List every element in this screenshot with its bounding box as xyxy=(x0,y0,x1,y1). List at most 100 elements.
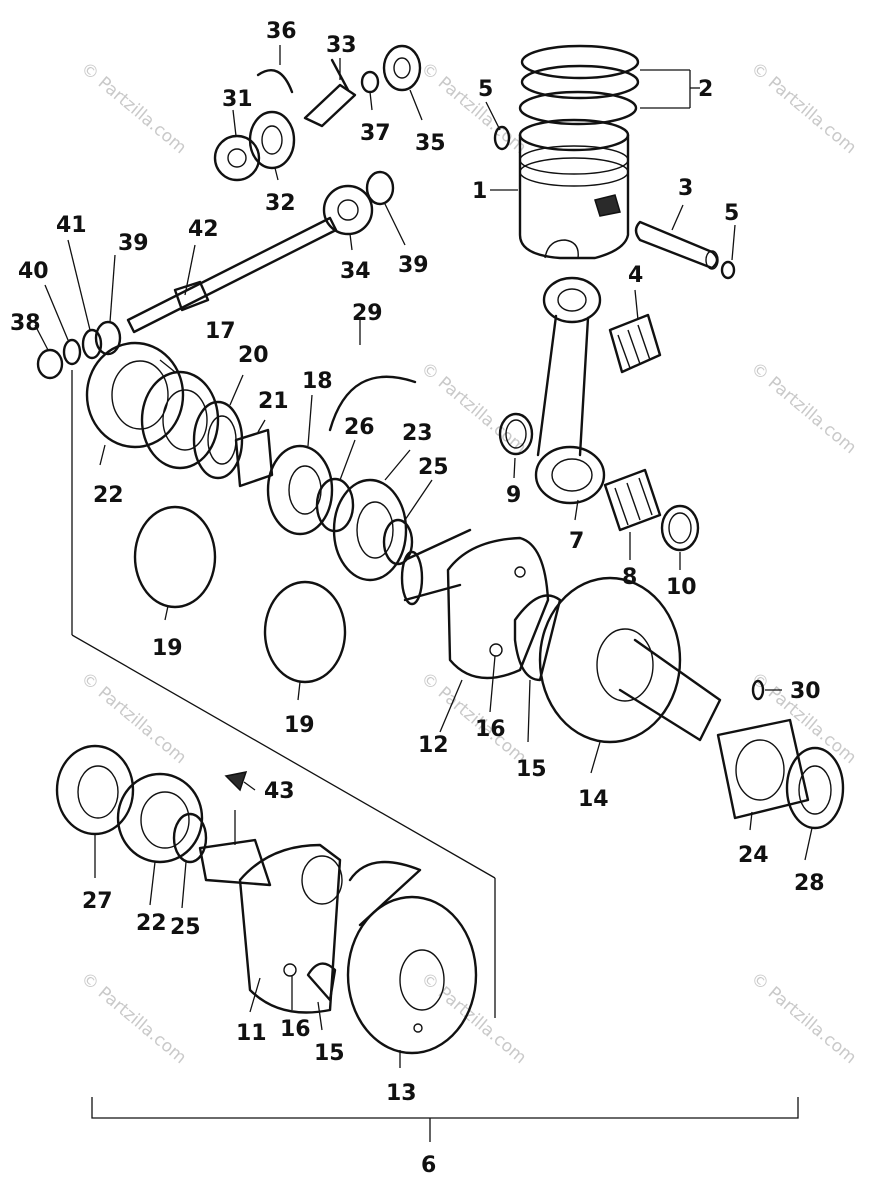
pump-gear-34[interactable] xyxy=(322,184,374,236)
label-27: 27 xyxy=(82,889,113,914)
needle-bearing-big-end[interactable] xyxy=(603,468,662,532)
label-40: 40 xyxy=(18,259,49,284)
label-11: 11 xyxy=(236,1021,267,1046)
label-14: 14 xyxy=(578,787,609,812)
label-22: 22 xyxy=(136,911,167,936)
oil-seal-28[interactable] xyxy=(785,746,845,830)
label-39: 39 xyxy=(398,253,429,278)
label-32: 32 xyxy=(265,191,296,216)
label-24: 24 xyxy=(738,843,769,868)
piston-rings[interactable] xyxy=(518,44,640,126)
label-16: 16 xyxy=(475,717,506,742)
label-41: 41 xyxy=(56,213,87,238)
label-28: 28 xyxy=(794,871,825,896)
bearing-39[interactable] xyxy=(94,170,395,356)
piston-pin[interactable] xyxy=(634,220,719,270)
label-8: 8 xyxy=(622,565,637,590)
label-5: 5 xyxy=(478,77,493,102)
label-33: 33 xyxy=(326,33,357,58)
crankshaft-half-14[interactable] xyxy=(538,576,722,744)
label-1: 1 xyxy=(472,179,487,204)
washer-25-lower[interactable] xyxy=(172,812,208,864)
crank-pin-15-lower[interactable] xyxy=(306,962,337,1002)
oil-seal-18[interactable] xyxy=(266,444,334,536)
label-34: 34 xyxy=(340,259,371,284)
ball-bearing-35[interactable] xyxy=(382,44,422,92)
watermark: © Partzilla.com xyxy=(747,969,860,1069)
part-labels: 1 2 3 4 5 5 9 7 8 10 36 33 31 37 35 32 4… xyxy=(10,19,825,1178)
watermark: © Partzilla.com xyxy=(747,59,860,159)
label-19: 19 xyxy=(152,636,183,661)
label-15: 15 xyxy=(314,1041,345,1066)
ball-bearing-23[interactable] xyxy=(332,478,408,582)
label-22: 22 xyxy=(93,483,124,508)
label-18: 18 xyxy=(302,369,333,394)
oil-seal-38[interactable] xyxy=(36,348,64,380)
label-16: 16 xyxy=(280,1017,311,1042)
label-36: 36 xyxy=(266,19,297,44)
spacer-41[interactable] xyxy=(81,328,103,360)
spacer-21[interactable] xyxy=(234,428,274,488)
ball-bearing-17[interactable] xyxy=(140,370,220,470)
label-29: 29 xyxy=(352,301,383,326)
needle-bearing-small-end[interactable] xyxy=(608,313,662,374)
crankshaft-half-12[interactable] xyxy=(400,528,550,680)
pump-shaft-42[interactable] xyxy=(126,216,338,334)
bearing-22-lower[interactable] xyxy=(116,772,204,864)
label-21: 21 xyxy=(258,389,289,414)
snap-ring-29[interactable] xyxy=(328,375,417,432)
watermark: © Partzilla.com xyxy=(417,359,530,459)
label-5: 5 xyxy=(724,201,739,226)
label-42: 42 xyxy=(188,217,219,242)
label-35: 35 xyxy=(415,131,446,156)
thrust-washer[interactable] xyxy=(498,412,700,552)
crankshaft-half-13[interactable] xyxy=(346,860,478,1055)
circlip[interactable] xyxy=(493,125,736,280)
label-25: 25 xyxy=(418,455,449,480)
connecting-rod[interactable] xyxy=(534,276,606,505)
label-23: 23 xyxy=(402,421,433,446)
watermark: © Partzilla.com xyxy=(77,969,190,1069)
leader-lines xyxy=(34,45,813,1068)
ball-bearing-32[interactable] xyxy=(248,110,296,170)
watermark: © Partzilla.com xyxy=(747,359,860,459)
crank-pin-15[interactable] xyxy=(513,594,562,682)
drive-gear[interactable] xyxy=(213,134,261,182)
crankcase-ring-22[interactable] xyxy=(85,341,185,449)
label-12: 12 xyxy=(418,733,449,758)
label-2: 2 xyxy=(698,77,713,102)
woodruff-key-30[interactable] xyxy=(751,679,765,701)
crankshaft-half-11[interactable] xyxy=(198,838,343,1014)
piston[interactable] xyxy=(518,118,630,260)
woodruff-key-43[interactable] xyxy=(224,771,248,792)
label-38: 38 xyxy=(10,311,41,336)
washer-40[interactable] xyxy=(62,338,82,366)
assembly-bracket xyxy=(91,1097,799,1142)
watermark: © Partzilla.com xyxy=(77,669,190,769)
label-43: 43 xyxy=(264,779,295,804)
oil-seal-27[interactable] xyxy=(55,744,135,836)
label-17: 17 xyxy=(205,319,236,344)
watermark: © Partzilla.com xyxy=(417,969,530,1069)
label-4: 4 xyxy=(628,263,643,288)
label-39: 39 xyxy=(118,231,149,256)
label-19: 19 xyxy=(284,713,315,738)
snap-ring-19[interactable] xyxy=(133,505,347,684)
label-6: 6 xyxy=(421,1153,436,1178)
label-20: 20 xyxy=(238,343,269,368)
bearing-24[interactable] xyxy=(716,718,810,820)
label-15: 15 xyxy=(516,757,547,782)
label-9: 9 xyxy=(506,483,521,508)
pump-shaft-33[interactable] xyxy=(303,58,357,128)
label-25: 25 xyxy=(170,915,201,940)
washer-25[interactable] xyxy=(382,518,414,566)
washer-37[interactable] xyxy=(360,70,380,94)
label-26: 26 xyxy=(344,415,375,440)
circlip-36[interactable] xyxy=(256,69,294,94)
label-31: 31 xyxy=(222,87,253,112)
label-13: 13 xyxy=(386,1081,417,1106)
watermark: © Partzilla.com xyxy=(77,59,190,159)
label-3: 3 xyxy=(678,176,693,201)
label-30: 30 xyxy=(790,679,821,704)
